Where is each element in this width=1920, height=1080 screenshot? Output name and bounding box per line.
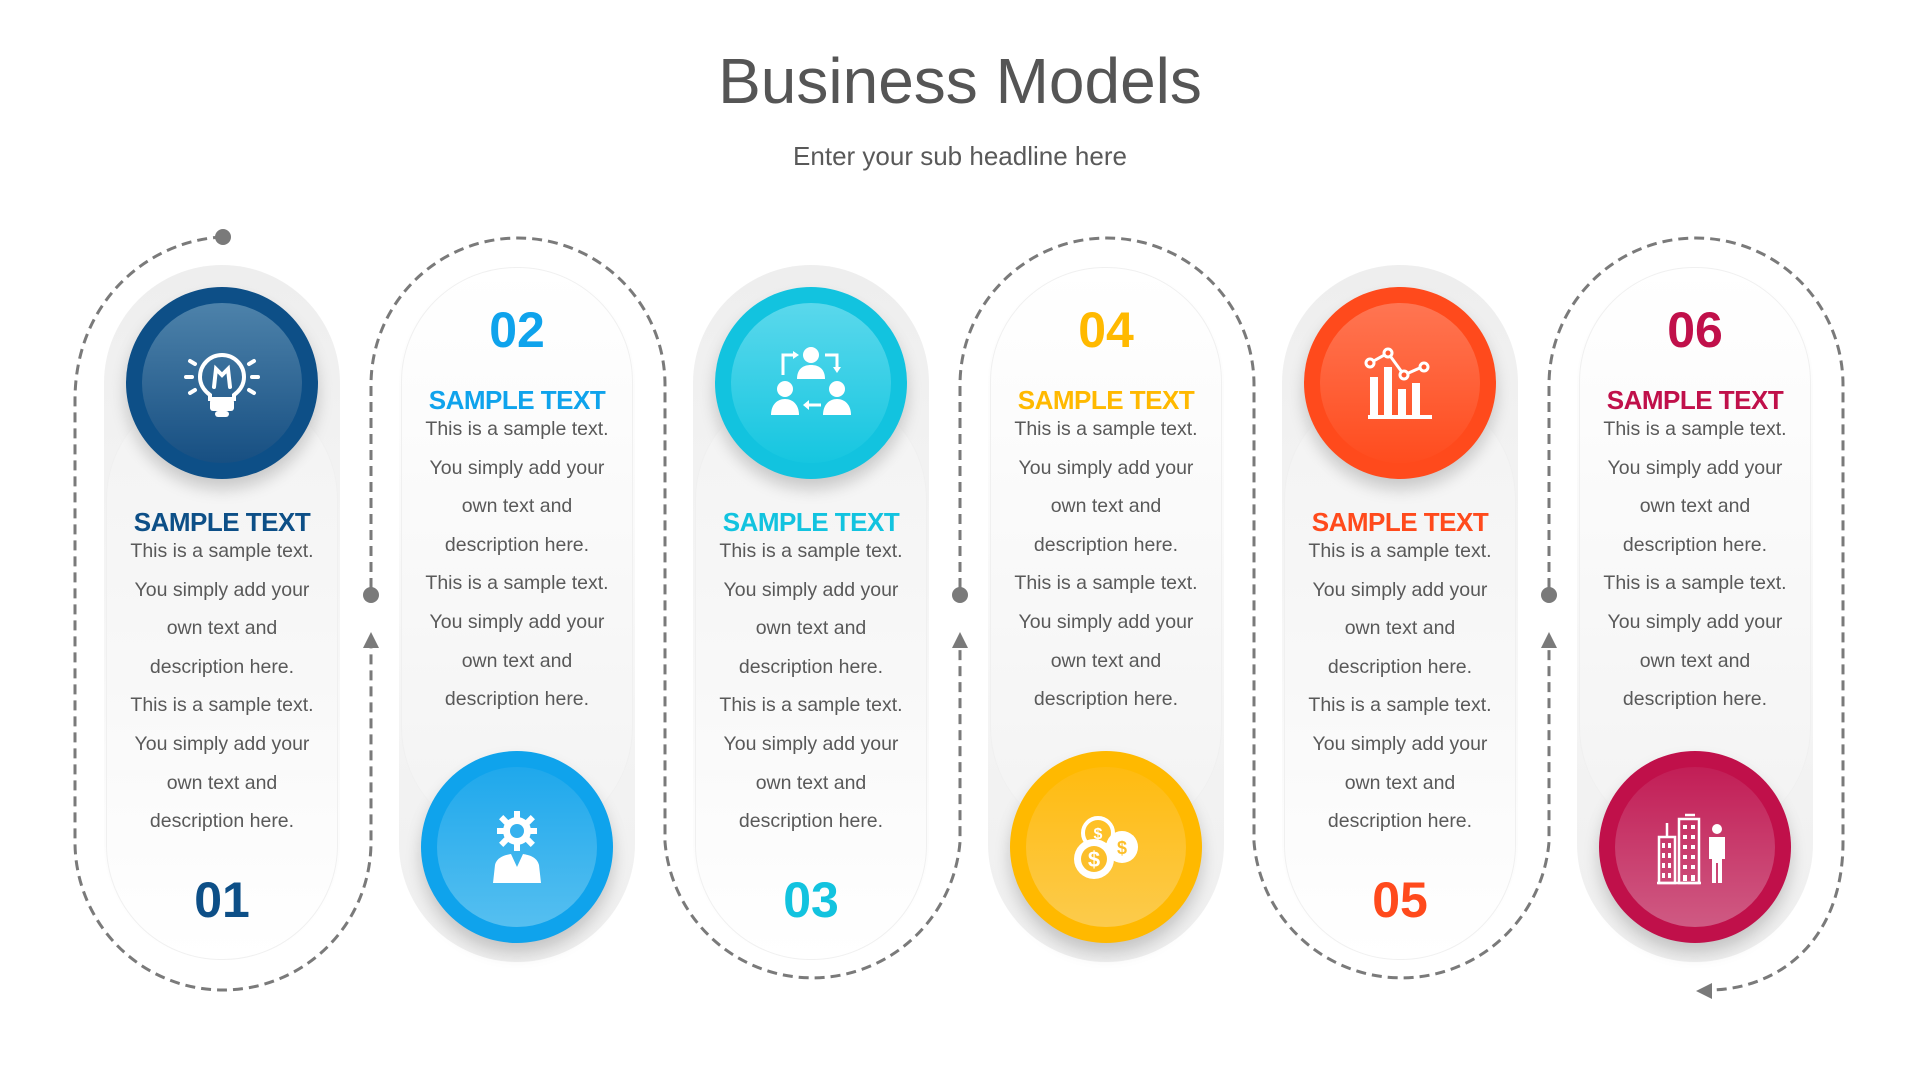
- icon-circle: [421, 751, 613, 943]
- card-title: SAMPLE TEXT: [722, 507, 900, 537]
- card-06: 06 SAMPLE TEXT This is a sample text.You…: [1577, 265, 1813, 962]
- icon-circle: [1599, 751, 1791, 943]
- start-dot: [215, 229, 231, 245]
- card-description: This is a sample text.You simply add you…: [1308, 540, 1492, 833]
- icon-circle: [126, 287, 318, 479]
- card-number: 06: [1667, 302, 1723, 358]
- card-description: This is a sample text.You simply add you…: [1603, 418, 1787, 711]
- card-number: 05: [1372, 872, 1428, 928]
- icon-circle: $ $ $: [1010, 751, 1202, 943]
- card-description: This is a sample text.You simply add you…: [1014, 418, 1198, 711]
- card-title: SAMPLE TEXT: [1311, 507, 1489, 537]
- card-05: SAMPLE TEXT This is a sample text.You si…: [1282, 265, 1518, 962]
- card-title: SAMPLE TEXT: [133, 507, 311, 537]
- buildings-businessman-icon: [1657, 813, 1725, 885]
- icon-circle: [1304, 287, 1496, 479]
- card-description: This is a sample text.You simply add you…: [719, 540, 903, 833]
- card-title: SAMPLE TEXT: [428, 385, 606, 415]
- card-03: SAMPLE TEXT This is a sample text.You si…: [693, 265, 929, 962]
- card-description: This is a sample text.You simply add you…: [425, 418, 609, 711]
- svg-text:$: $: [1117, 838, 1127, 858]
- card-number: 04: [1078, 302, 1134, 358]
- team-cycle-icon: [771, 347, 851, 415]
- card-number: 03: [783, 872, 839, 928]
- lightbulb-icon: [184, 353, 260, 417]
- card-number: 02: [489, 302, 545, 358]
- card-01: SAMPLE TEXT This is a sample text.You si…: [104, 265, 340, 962]
- icon-circle: [715, 287, 907, 479]
- card-number: 01: [194, 872, 250, 928]
- card-title: SAMPLE TEXT: [1017, 385, 1195, 415]
- page-title: Business Models: [718, 45, 1202, 117]
- card-description: This is a sample text.You simply add you…: [130, 540, 314, 833]
- coins-icon: $ $ $: [1074, 816, 1138, 879]
- card-02: 02 SAMPLE TEXT This is a sample text.You…: [399, 265, 635, 962]
- card-title: SAMPLE TEXT: [1606, 385, 1784, 415]
- gear-person-icon: [493, 811, 541, 883]
- svg-text:$: $: [1094, 826, 1103, 843]
- page-subtitle: Enter your sub headline here: [793, 141, 1127, 171]
- bar-chart-icon: [1364, 347, 1432, 419]
- svg-text:$: $: [1088, 847, 1100, 872]
- card-04: 04 SAMPLE TEXT This is a sample text.You…: [988, 265, 1224, 962]
